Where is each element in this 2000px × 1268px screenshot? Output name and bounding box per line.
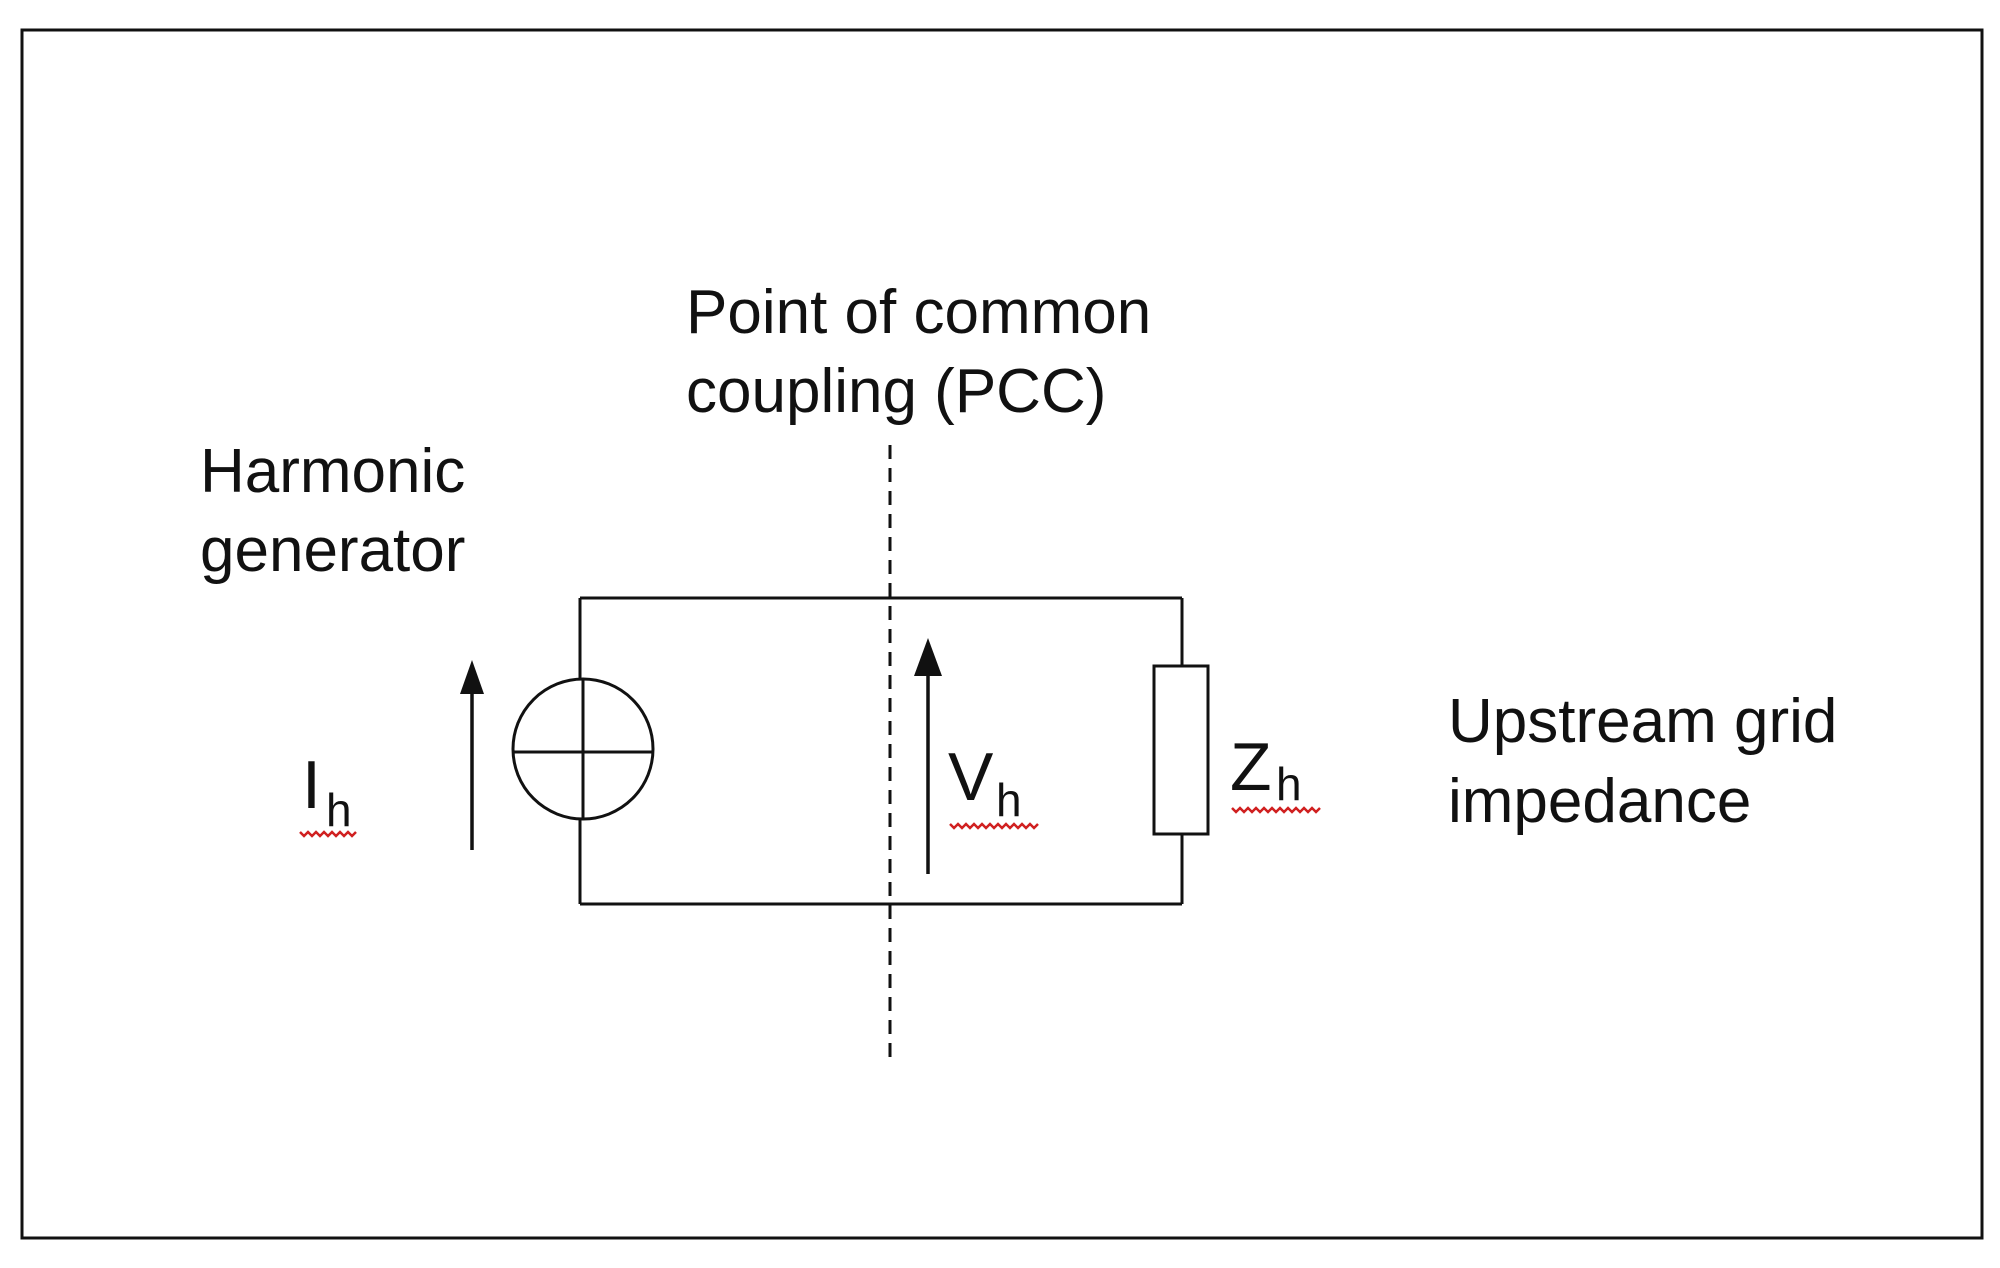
current-arrow — [460, 660, 484, 850]
impedance-symbol-label: Z h — [1230, 729, 1321, 814]
spellcheck-underline — [949, 822, 1039, 830]
voltage-symbol-sub: h — [996, 774, 1022, 826]
generator-label-line2: generator — [200, 516, 465, 585]
voltage-arrow — [914, 638, 942, 874]
voltage-symbol-main: V — [948, 739, 994, 815]
grid-label-line2: impedance — [1448, 767, 1751, 836]
pcc-label-line1: Point of common — [686, 278, 1151, 347]
impedance-symbol — [1152, 664, 1210, 836]
spellcheck-underline — [1231, 806, 1321, 814]
voltage-symbol: V h — [948, 739, 1039, 830]
current-symbol: I h — [299, 747, 357, 838]
spellcheck-underline — [299, 830, 357, 838]
current-source-symbol — [511, 677, 655, 821]
figure-frame — [20, 28, 1984, 1240]
circuit-wires — [578, 596, 1184, 906]
current-symbol-main: I — [302, 747, 321, 823]
impedance-symbol-main: Z — [1230, 729, 1272, 805]
generator-label-line1: Harmonic — [200, 437, 465, 506]
current-symbol-sub: h — [326, 784, 352, 836]
grid-label-line1: Upstream grid — [1448, 687, 1837, 756]
pcc-label-line2: coupling (PCC) — [686, 357, 1106, 426]
current-source-circle — [511, 677, 655, 821]
impedance-symbol-sub: h — [1276, 758, 1302, 810]
